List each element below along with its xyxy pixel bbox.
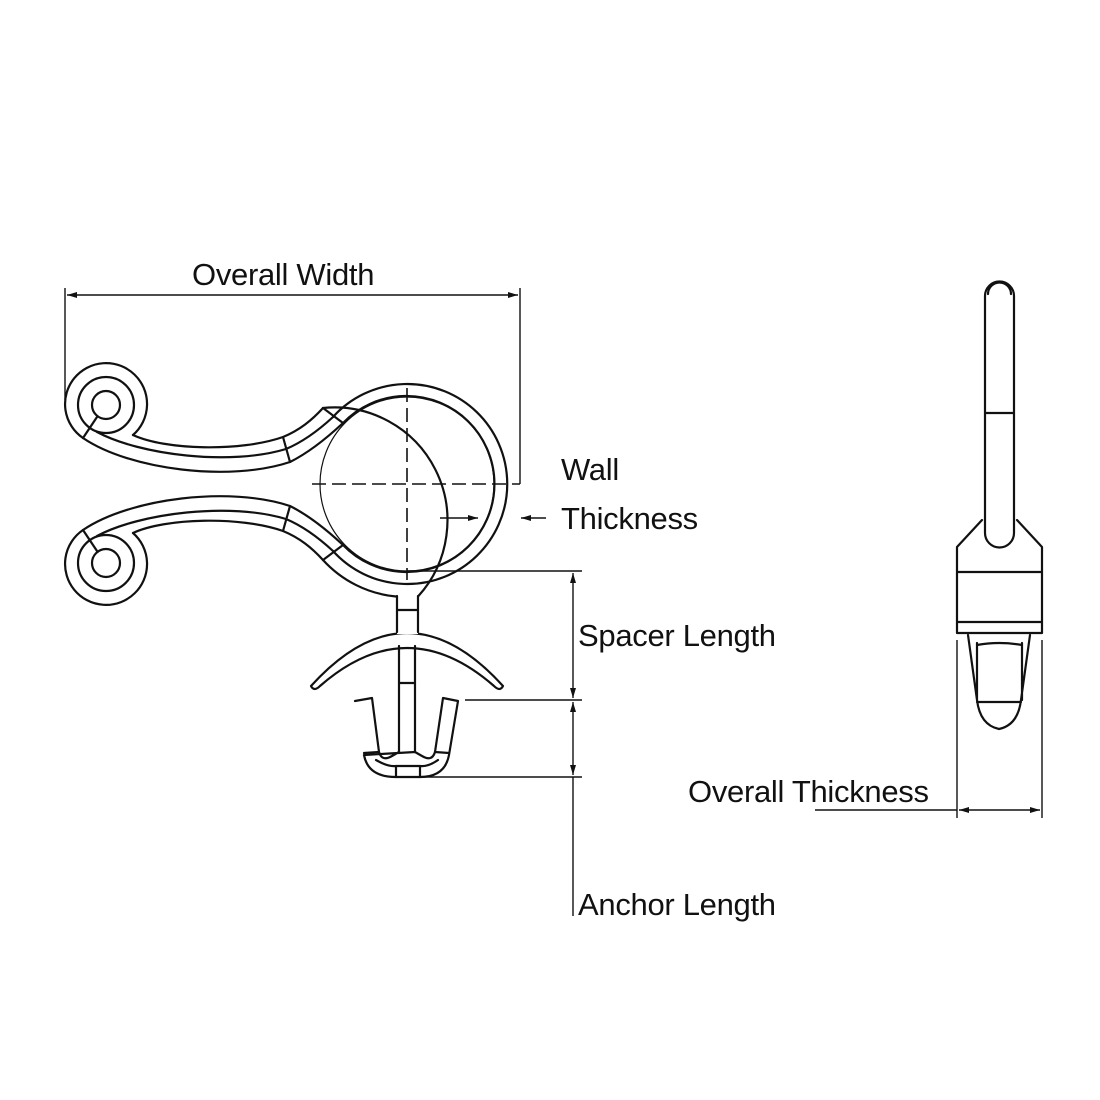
clip-side-view xyxy=(815,280,1044,818)
spacer-stem xyxy=(395,594,420,634)
anchor-stem xyxy=(397,644,417,754)
ring-middle xyxy=(331,382,509,586)
upper-arm xyxy=(63,361,345,473)
anchor-length-label: Anchor Length xyxy=(578,887,776,922)
spacer-arc xyxy=(309,631,505,691)
spacer-anchor-dimension xyxy=(407,570,582,916)
side-anchor xyxy=(966,633,1032,731)
overall-width-label: Overall Width xyxy=(192,257,375,292)
cable-outline xyxy=(319,396,495,572)
ring-outer-lower xyxy=(321,558,398,598)
thickness-label: Thickness xyxy=(561,501,698,536)
lower-arm xyxy=(63,495,345,607)
spacer-length-label: Spacer Length xyxy=(578,618,776,653)
spacer-stem-mask xyxy=(397,596,418,634)
ring-outer xyxy=(321,406,449,598)
overall-width-dimension xyxy=(64,288,521,484)
anchor-barb-detail xyxy=(362,750,451,779)
side-body xyxy=(955,518,1044,635)
clip-front-view xyxy=(63,361,520,779)
overall-thickness-label: Overall Thickness xyxy=(688,774,929,809)
side-arm xyxy=(983,280,1016,549)
wall-label: Wall xyxy=(561,452,619,487)
